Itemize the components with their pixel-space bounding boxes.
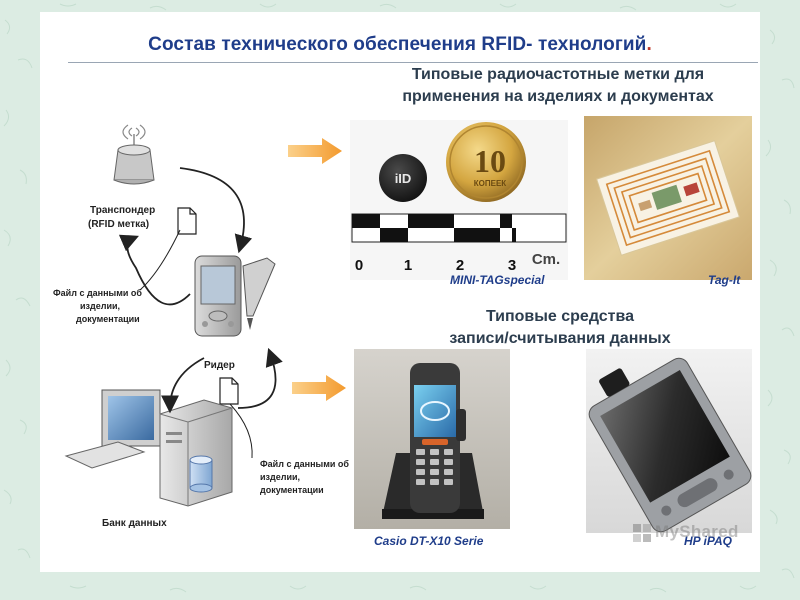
transponder-label: Транспондер	[90, 205, 155, 216]
coin	[446, 122, 526, 202]
rfid-system-diagram: Транспондер (RFID метка) Ридер Файл с да…	[53, 124, 349, 529]
tag2-caption: Tag-It	[708, 273, 741, 287]
tag1-caption: MINI-TAGspecial	[450, 273, 545, 287]
file-icon	[177, 207, 197, 235]
file-icon	[219, 377, 239, 405]
devices-heading: Типовые средства записи/считывания данны…	[449, 308, 671, 347]
file-label-2: Файл с данными об	[260, 459, 349, 469]
ruler-label: 3	[508, 257, 516, 274]
ruler-label: 0	[355, 257, 363, 274]
transponder-label-sub: (RFID метка)	[88, 219, 149, 230]
title-divider	[68, 62, 758, 63]
arrow-right-icon	[292, 375, 346, 401]
tag-it-photo	[584, 116, 752, 280]
casio-device-photo	[354, 349, 510, 529]
reader-label: Ридер	[204, 360, 235, 371]
leader-line	[139, 229, 181, 291]
file-label-1-line2: изделии,	[80, 301, 120, 311]
ruler-label: 2	[456, 257, 464, 274]
slide-title: Состав технического обеспечения RFID- те…	[148, 34, 652, 55]
device2-caption: HP iPAQ	[684, 534, 733, 548]
mini-tag-photo: 10 КОПЕЕК iID 0 1 2 3 Cm.	[350, 120, 568, 280]
reader-pda-icon	[194, 255, 276, 337]
file-label-1: Файл с данными об	[53, 288, 142, 298]
ruler-unit: Cm.	[532, 251, 560, 268]
rfid-chip	[379, 154, 427, 202]
coin-value: 10	[474, 143, 506, 179]
flow-arrow	[179, 167, 253, 254]
flow-arrow	[237, 347, 283, 409]
flow-arrow	[161, 357, 205, 414]
watermark: MyShared	[632, 522, 739, 543]
hp-ipaq-photo	[586, 349, 752, 533]
coin-text: КОПЕЕК	[474, 179, 507, 188]
databank-computer-icon	[64, 389, 233, 507]
slide-canvas: Состав технического обеспечения RFID- те…	[40, 12, 760, 572]
file-label-2-line3: документации	[260, 485, 324, 495]
chip-text: iID	[395, 171, 412, 186]
device1-caption: Casio DT-X10 Serie	[374, 534, 484, 548]
file-label-2-line2: изделии,	[260, 472, 300, 482]
tags-heading: Типовые радиочастотные метки для примене…	[402, 66, 714, 105]
watermark-logo-icon	[633, 523, 651, 542]
leader-line	[229, 403, 253, 459]
ruler-label: 1	[404, 257, 412, 274]
transponder-icon	[113, 124, 155, 185]
flow-arrow	[118, 234, 191, 306]
arrow-right-icon	[288, 138, 342, 164]
file-label-1-line3: документации	[76, 314, 140, 324]
databank-label: Банк данных	[102, 518, 167, 529]
